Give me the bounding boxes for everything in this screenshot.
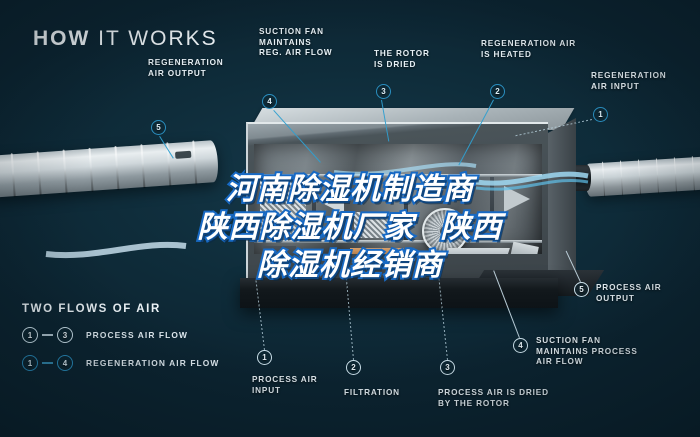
callout-label-process-air-output: PROCESS AIR OUTPUT [596, 283, 662, 303]
legend-label-regeneration-air-flow: REGENERATION AIR FLOW [86, 358, 220, 368]
legend-badge-from-1-cyan: 1 [22, 355, 38, 371]
callout-label-suction-fan-process: SUCTION FAN MAINTAINS PROCESS AIR FLOW [536, 336, 638, 366]
legend-row-process-air: 1 3 PROCESS AIR FLOW [22, 327, 188, 343]
callout-label-process-air-input: PROCESS AIR INPUT [252, 375, 318, 395]
overlay-text-line-3: 除湿机经销商 [255, 246, 444, 285]
callout-label-process-air-dried: PROCESS AIR IS DRIED BY THE ROTOR [438, 388, 549, 408]
callout-badge-suction-fan-reg[interactable]: 4 [262, 94, 277, 109]
legend-label-process-air-flow: PROCESS AIR FLOW [86, 330, 188, 340]
callout-badge-process-air-dried[interactable]: 3 [440, 360, 455, 375]
legend-badge-to-3: 3 [57, 327, 73, 343]
callout-label-suction-fan-reg: SUCTION FAN MAINTAINS REG. AIR FLOW [259, 27, 333, 57]
legend-badge-from-1: 1 [22, 327, 38, 343]
callout-badge-suction-fan-process[interactable]: 4 [513, 338, 528, 353]
callout-label-regeneration-air-heated: REGENERATION AIR IS HEATED [481, 39, 577, 59]
callout-badge-process-air-input[interactable]: 1 [257, 350, 272, 365]
callout-label-filtration: FILTRATION [344, 388, 400, 397]
legend-title: TWO FLOWS OF AIR [22, 303, 161, 315]
legend-badge-to-4: 4 [57, 355, 73, 371]
page-title-light: IT WORKS [98, 27, 218, 50]
callout-label-regeneration-air-output: REGENERATION AIR OUTPUT [148, 58, 224, 78]
page-title: HOW IT WORKS [33, 27, 218, 51]
callout-badge-regeneration-air-heated[interactable]: 2 [490, 84, 505, 99]
legend-row-regeneration-air: 1 4 REGENERATION AIR FLOW [22, 355, 219, 371]
page-title-bold: HOW [33, 27, 91, 50]
callout-label-rotor-is-dried: THE ROTOR IS DRIED [374, 49, 430, 69]
legend-dash [42, 334, 53, 336]
callout-badge-rotor-is-dried[interactable]: 3 [376, 84, 391, 99]
legend-dash-cyan [42, 362, 53, 364]
callout-badge-filtration[interactable]: 2 [346, 360, 361, 375]
callout-label-regeneration-air-input: REGENERATION AIR INPUT [591, 71, 667, 91]
callout-badge-regeneration-air-output[interactable]: 5 [151, 120, 166, 135]
callout-badge-regeneration-air-input[interactable]: 1 [593, 107, 608, 122]
callout-badge-process-air-output[interactable]: 5 [574, 282, 589, 297]
